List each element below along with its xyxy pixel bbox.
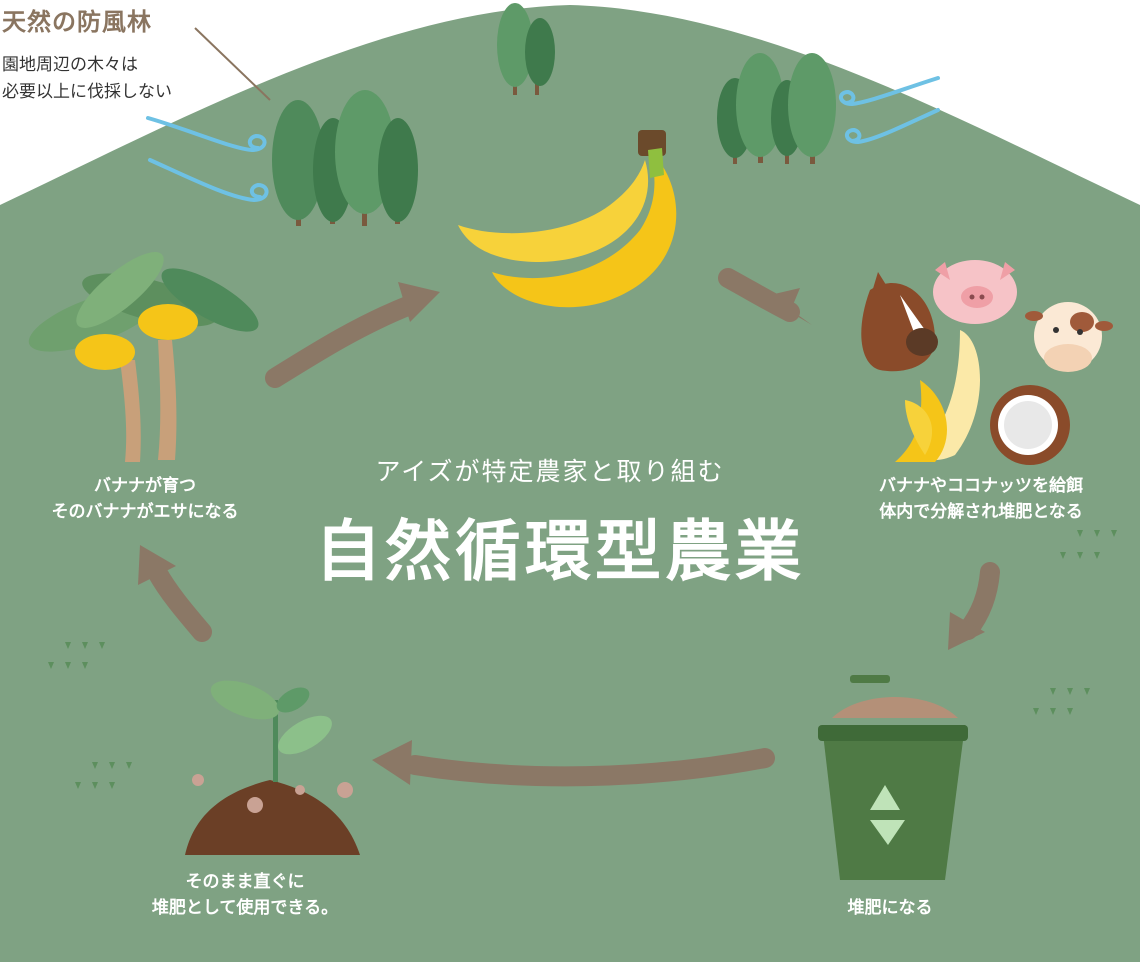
diagram-subtitle: アイズが特定農家と取り組む [375,457,725,486]
wind-right-icon [839,76,940,145]
cow-icon [1025,302,1113,372]
diagram-title: 自然循環型農業 [315,513,805,590]
step-grow-line-1: バナナが育つ [94,476,196,496]
coconut-icon [990,385,1070,465]
compost-bin-icon [818,675,968,880]
arrow-soil-to-grow [147,562,212,642]
grass-decoration [48,530,1117,789]
windbreak-pointer-line [194,27,271,101]
step-label-feed: バナナやココナッツを給餌 体内で分解され堆肥となる [836,474,1126,525]
step-compost-line-1: 堆肥になる [847,898,933,918]
horse-icon [861,272,938,372]
step-label-soil: そのまま直ぐに 堆肥として使用できる。 [120,870,370,921]
arrow-grow-to-banana [265,295,420,388]
peeled-banana-icon [895,330,980,462]
windbreak-line-2: 必要以上に伐採しない [2,82,172,103]
arrow-compost-to-soil [405,748,775,787]
windbreak-line-1: 園地周辺の木々は [2,55,138,75]
step-soil-line-2: 堆肥として使用できる。 [151,897,339,918]
step-feed-line-1: バナナやココナッツを給餌 [879,476,1083,496]
wind-left-icon [146,116,269,203]
arrow-banana-to-animals [718,268,800,322]
house-shape [0,5,1140,962]
windbreak-title: 天然の防風林 [2,8,152,36]
palm-tree-icon [28,252,259,462]
step-feed-line-2: 体内で分解され堆肥となる [879,501,1083,522]
pig-icon [933,260,1017,324]
cycle-arrows [147,268,1000,787]
step-soil-line-1: そのまま直ぐに [185,872,305,892]
step-grow-line-2: そのバナナがエサになる [51,501,239,522]
soil-sprout-icon [185,680,360,855]
windbreak-description: 園地周辺の木々は 必要以上に伐採しない [2,52,172,106]
tree-group-right-icon [717,53,836,164]
banana-bunch-icon [458,130,677,308]
step-label-grow: バナナが育つ そのバナナがエサになる [20,474,270,525]
cycle-arrowheads [138,282,985,785]
tree-group-top-icon [497,3,555,95]
step-label-compost: 堆肥になる [790,896,990,922]
tree-group-left-icon [272,90,418,226]
